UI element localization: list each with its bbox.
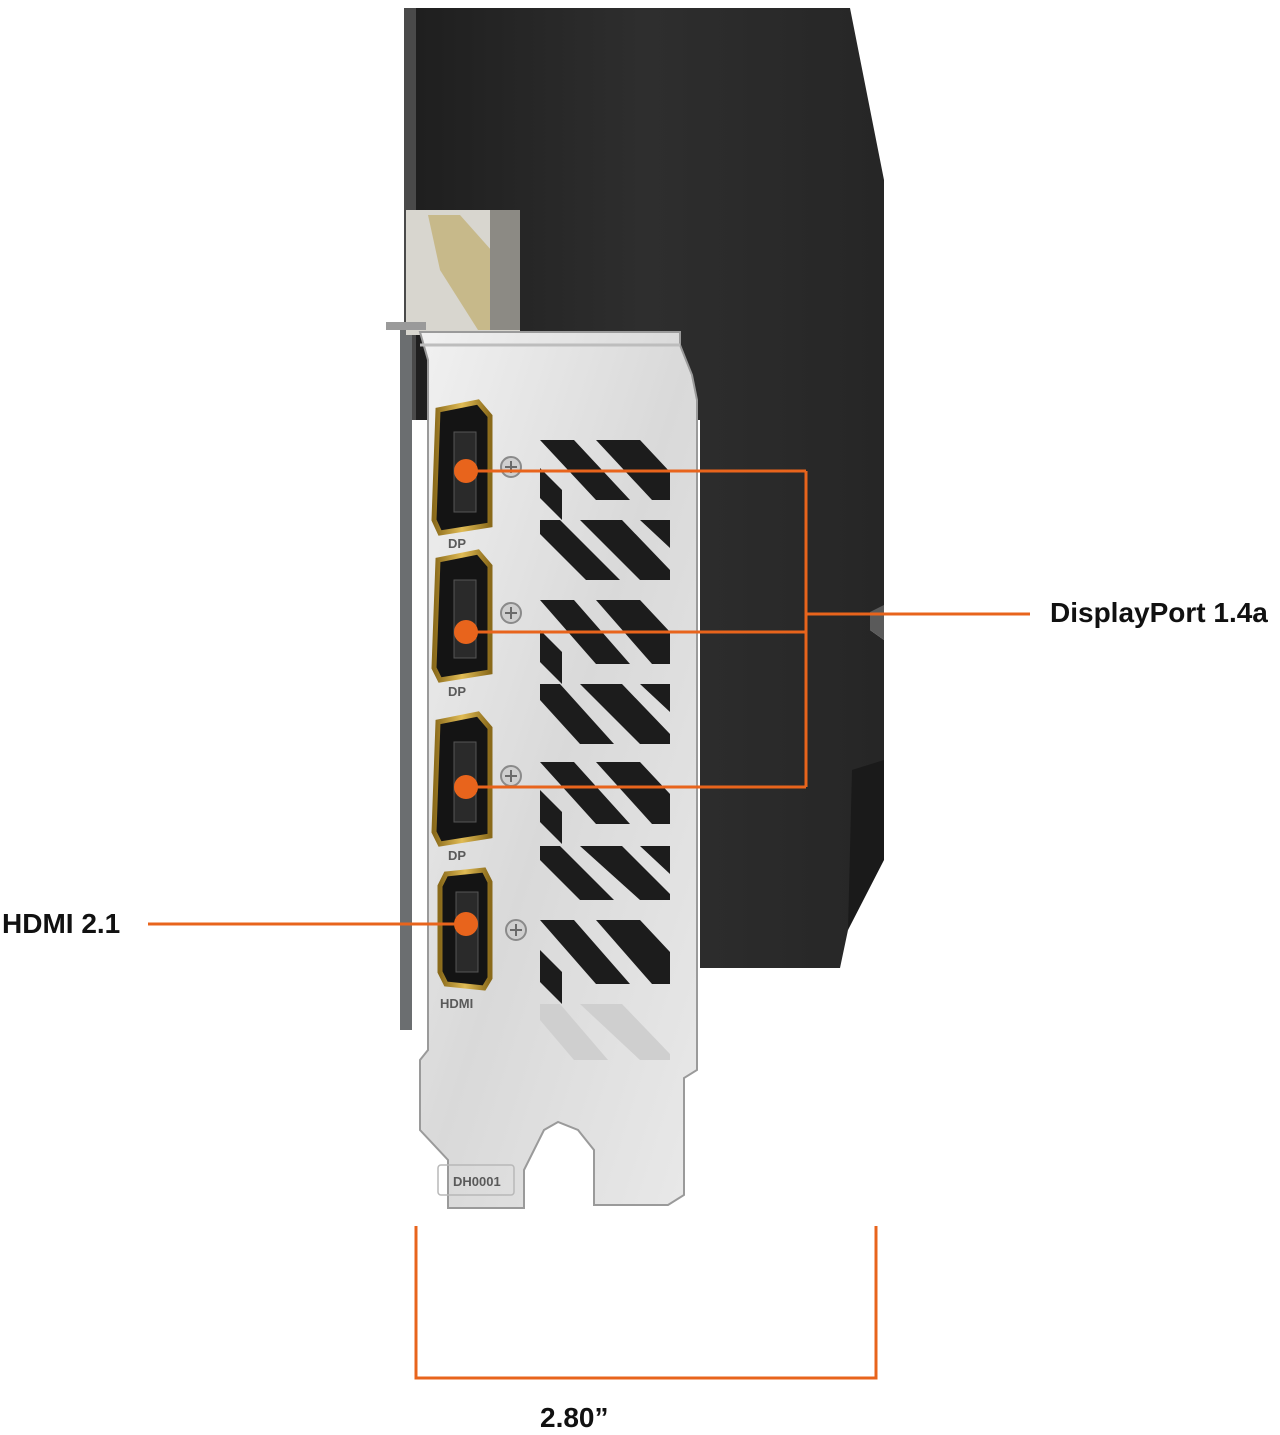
displayport-label: DisplayPort 1.4a bbox=[1050, 597, 1268, 628]
hdmi-tag: HDMI bbox=[440, 996, 473, 1011]
hdmi-label: HDMI 2.1 bbox=[2, 908, 121, 939]
dp-tag-2: DP bbox=[448, 684, 466, 699]
width-dimension-label: 2.80” bbox=[540, 1402, 609, 1433]
dp-tag-1: DP bbox=[448, 536, 466, 551]
displayport-callout-lines bbox=[466, 469, 1030, 789]
bracket-part-code: DH0001 bbox=[453, 1174, 501, 1189]
pcb-edge bbox=[386, 210, 520, 1030]
hdmi-callout bbox=[148, 912, 478, 936]
screw-4 bbox=[505, 919, 527, 941]
screw-1 bbox=[500, 456, 522, 478]
dp-tag-3: DP bbox=[448, 848, 466, 863]
vent-slots bbox=[540, 440, 670, 1060]
screw-2 bbox=[500, 602, 522, 624]
width-dimension-bracket bbox=[414, 1226, 878, 1380]
screw-3 bbox=[500, 765, 522, 787]
displayport-callout-dots bbox=[454, 459, 478, 799]
